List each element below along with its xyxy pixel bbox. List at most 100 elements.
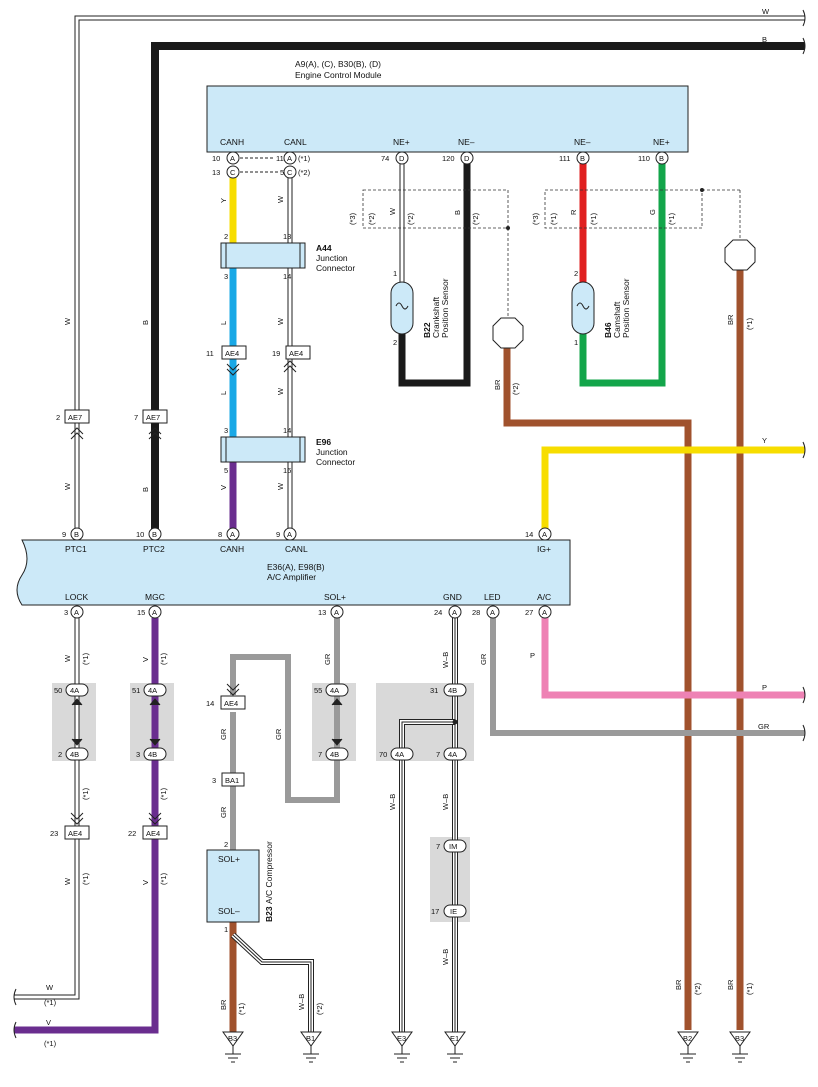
svg-text:3: 3 xyxy=(136,750,140,759)
svg-text:(*2): (*2) xyxy=(511,382,520,395)
wire-g-cam xyxy=(579,163,666,387)
svg-text:3: 3 xyxy=(212,776,216,785)
svg-text:(*1): (*1) xyxy=(44,1039,57,1048)
wire-p-ac xyxy=(541,618,805,699)
amp-box xyxy=(16,539,571,606)
svg-text:W–B: W–B xyxy=(441,794,450,810)
shield-ground-octagon-cam xyxy=(724,239,756,271)
svg-text:B3: B3 xyxy=(228,1034,237,1043)
svg-text:B23: B23 xyxy=(264,906,274,922)
svg-text:70: 70 xyxy=(379,750,387,759)
svg-text:BA1: BA1 xyxy=(225,776,239,785)
svg-text:Y: Y xyxy=(219,198,228,203)
svg-text:(*2): (*2) xyxy=(406,212,415,225)
wire-gr-sol xyxy=(230,618,340,803)
wire-y-ig xyxy=(541,446,805,530)
ground-e1: E1 xyxy=(444,1031,466,1063)
svg-text:D: D xyxy=(399,154,405,163)
svg-text:3: 3 xyxy=(64,608,68,617)
svg-text:B: B xyxy=(141,487,150,492)
svg-text:55: 55 xyxy=(314,686,322,695)
svg-text:B: B xyxy=(453,210,462,215)
svg-text:R: R xyxy=(569,209,578,215)
svg-text:A: A xyxy=(542,530,547,539)
svg-text:4B: 4B xyxy=(70,750,79,759)
svg-text:(*1): (*1) xyxy=(667,212,676,225)
svg-text:2: 2 xyxy=(58,750,62,759)
svg-text:13: 13 xyxy=(318,608,326,617)
shield-cam xyxy=(544,188,741,240)
wire-w-ptc1 xyxy=(74,15,805,530)
svg-text:10: 10 xyxy=(212,154,220,163)
svg-text:(*2): (*2) xyxy=(367,212,376,225)
note-labels-vertical: (*3) (*2) (*2) (*2) (*3) (*1) (*1) (*1) … xyxy=(81,212,754,1015)
svg-text:GR: GR xyxy=(479,653,488,665)
wire-b-crank-ne xyxy=(398,163,471,387)
ground-b3-right: B3 xyxy=(729,1031,751,1063)
svg-text:GR: GR xyxy=(323,653,332,665)
svg-text:(*3): (*3) xyxy=(531,212,540,225)
svg-text:(*1): (*1) xyxy=(81,787,90,800)
ecm-pin-ne-plus-b-name: NE+ xyxy=(653,137,670,147)
svg-text:Junction: Junction xyxy=(316,447,348,457)
svg-text:A: A xyxy=(542,608,547,617)
svg-text:9: 9 xyxy=(62,530,66,539)
svg-text:5: 5 xyxy=(224,466,228,475)
crank-sensor-label: B22 Crankshaft Position Sensor xyxy=(422,278,450,338)
svg-text:4A: 4A xyxy=(330,686,339,695)
ground-e3: E3 xyxy=(391,1031,413,1063)
svg-text:SOL+: SOL+ xyxy=(218,854,240,864)
svg-text:(*2): (*2) xyxy=(471,212,480,225)
svg-text:A: A xyxy=(152,608,157,617)
conn-im-ie: IM 7 IE 17 xyxy=(431,839,467,918)
svg-text:SOL+: SOL+ xyxy=(324,592,346,602)
svg-text:W: W xyxy=(63,654,72,662)
svg-text:1: 1 xyxy=(224,925,228,934)
svg-text:11: 11 xyxy=(206,349,214,358)
svg-text:LED: LED xyxy=(484,592,501,602)
wire-break-marks xyxy=(13,9,806,1039)
svg-text:13: 13 xyxy=(283,232,291,241)
svg-text:A: A xyxy=(230,530,235,539)
svg-text:24: 24 xyxy=(434,608,442,617)
svg-text:C: C xyxy=(230,168,236,177)
svg-text:W–B: W–B xyxy=(297,994,306,1010)
svg-text:120: 120 xyxy=(442,154,455,163)
svg-text:Y: Y xyxy=(762,436,767,445)
svg-text:11: 11 xyxy=(276,154,284,163)
svg-text:A: A xyxy=(74,608,79,617)
svg-text:7: 7 xyxy=(318,750,322,759)
svg-text:51: 51 xyxy=(132,686,140,695)
wire-br-shield-crank xyxy=(503,345,692,1030)
svg-text:AE7: AE7 xyxy=(68,413,82,422)
svg-text:(*2): (*2) xyxy=(315,1002,324,1015)
svg-text:Position Sensor: Position Sensor xyxy=(621,278,631,338)
shield-crank xyxy=(362,189,510,318)
svg-text:(*2): (*2) xyxy=(298,168,311,177)
svg-text:5: 5 xyxy=(280,168,284,177)
svg-text:7: 7 xyxy=(134,413,138,422)
svg-text:16: 16 xyxy=(283,466,291,475)
svg-text:W: W xyxy=(63,482,72,490)
svg-text:B46: B46 xyxy=(603,322,613,338)
svg-text:4B: 4B xyxy=(330,750,339,759)
svg-text:7: 7 xyxy=(436,842,440,851)
svg-text:W: W xyxy=(276,317,285,325)
svg-text:110: 110 xyxy=(638,154,650,163)
connector-ae4-can: AE4 11 AE4 19 xyxy=(206,345,311,376)
svg-text:A44: A44 xyxy=(316,243,332,253)
svg-text:B1: B1 xyxy=(306,1034,315,1043)
svg-text:G: G xyxy=(648,209,657,215)
svg-text:4B: 4B xyxy=(448,686,457,695)
junction-e96: 3 14 5 16 E96 Junction Connector xyxy=(220,426,355,475)
svg-text:W: W xyxy=(46,983,54,992)
svg-text:C: C xyxy=(287,168,293,177)
svg-text:4A: 4A xyxy=(395,750,404,759)
svg-text:W: W xyxy=(63,317,72,325)
svg-text:V: V xyxy=(46,1018,51,1027)
svg-text:3: 3 xyxy=(224,272,228,281)
svg-text:W: W xyxy=(276,482,285,490)
svg-text:E1: E1 xyxy=(450,1034,459,1043)
svg-text:A/C: A/C xyxy=(537,592,551,602)
